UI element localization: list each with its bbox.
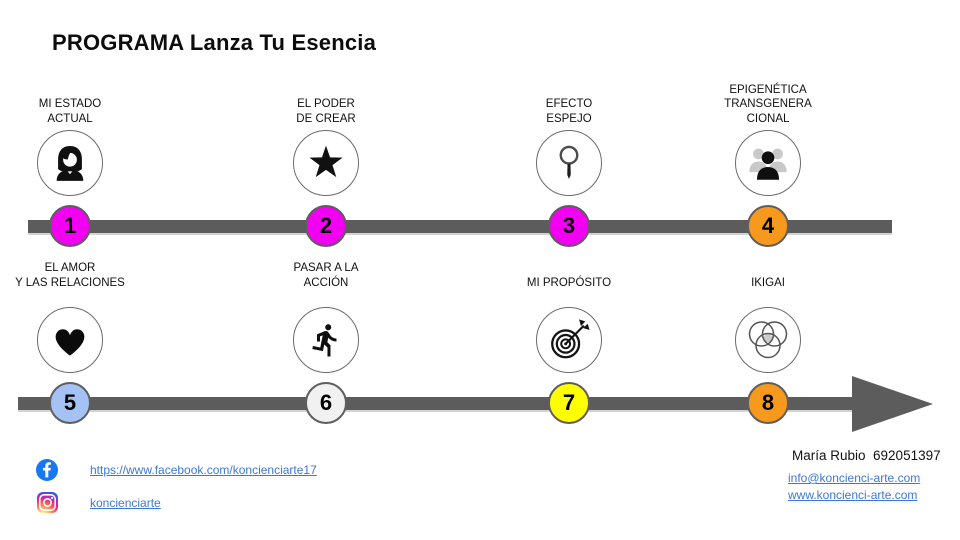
magnifier-icon [559, 145, 579, 180]
step-7-icon-circle [536, 307, 602, 373]
step-2: EL PODER DE CREAR 2 [251, 68, 401, 247]
step-6-number-badge: 6 [305, 382, 347, 424]
timeline-bar-row2 [18, 397, 854, 410]
facebook-icon [36, 459, 58, 481]
step-3-icon-circle [536, 130, 602, 196]
step-4-number-badge: 4 [747, 205, 789, 247]
ikigai-venn-icon [748, 321, 788, 359]
woman-avatar-icon [56, 146, 84, 181]
step-3: EFECTO ESPEJO 3 [494, 68, 644, 247]
step-4-icon-circle [735, 130, 801, 196]
step-4: EPIGENÉTICA TRANSGENERA CIONAL 4 [693, 68, 843, 247]
runner-icon [312, 324, 337, 357]
step-8-icon-circle [735, 307, 801, 373]
step-1-label: MI ESTADO ACTUAL [38, 98, 102, 125]
step-5-number-badge: 5 [49, 382, 91, 424]
step-2-number-badge: 2 [305, 205, 347, 247]
step-7-number-badge: 7 [548, 382, 590, 424]
step-1: MI ESTADO ACTUAL 1 [0, 68, 145, 247]
step-4-label: EPIGENÉTICA TRANSGENERA CIONAL [724, 83, 812, 125]
step-8-number-badge: 8 [747, 382, 789, 424]
facebook-link[interactable]: https://www.facebook.com/koncienciarte17 [90, 463, 317, 477]
step-5: EL AMOR Y LAS RELACIONES 5 [0, 250, 145, 424]
step-2-icon-circle [293, 130, 359, 196]
heart-icon [55, 329, 85, 356]
step-8-label: IKIGAI [751, 276, 785, 289]
step-5-icon-circle [37, 307, 103, 373]
website-link[interactable]: www.koncienci-arte.com [788, 488, 918, 502]
instagram-icon [37, 492, 58, 513]
step-3-label: EFECTO ESPEJO [545, 98, 593, 125]
contact-links: info@koncienci-arte.com www.koncienci-ar… [788, 471, 920, 502]
step-1-icon-circle [37, 130, 103, 196]
contact-name: María Rubio 692051397 [792, 448, 941, 463]
facebook-row: https://www.facebook.com/koncienciarte17 [36, 459, 317, 481]
timeline-bar-row1 [28, 220, 892, 233]
instagram-link[interactable]: koncienciarte [90, 495, 161, 510]
instagram-row: koncienciarte [37, 492, 161, 513]
star-icon [309, 145, 343, 178]
step-6-label: PASAR A LA ACCIÓN [293, 262, 359, 289]
group-icon [749, 148, 787, 180]
step-3-number-badge: 3 [548, 205, 590, 247]
step-5-label: EL AMOR Y LAS RELACIONES [15, 262, 125, 289]
step-7-label: MI PROPÓSITO [526, 276, 612, 289]
step-6-icon-circle [293, 307, 359, 373]
step-1-number-badge: 1 [49, 205, 91, 247]
page-title: PROGRAMA Lanza Tu Esencia [52, 30, 377, 55]
step-2-label: EL PODER DE CREAR [296, 98, 356, 125]
step-7: MI PROPÓSITO 7 [494, 250, 644, 424]
email-link[interactable]: info@koncienci-arte.com [788, 471, 921, 485]
target-dart-icon [551, 319, 590, 359]
step-8: IKIGAI 8 [693, 250, 843, 424]
timeline-arrowhead [852, 376, 933, 432]
step-6: PASAR A LA ACCIÓN 6 [251, 250, 401, 424]
